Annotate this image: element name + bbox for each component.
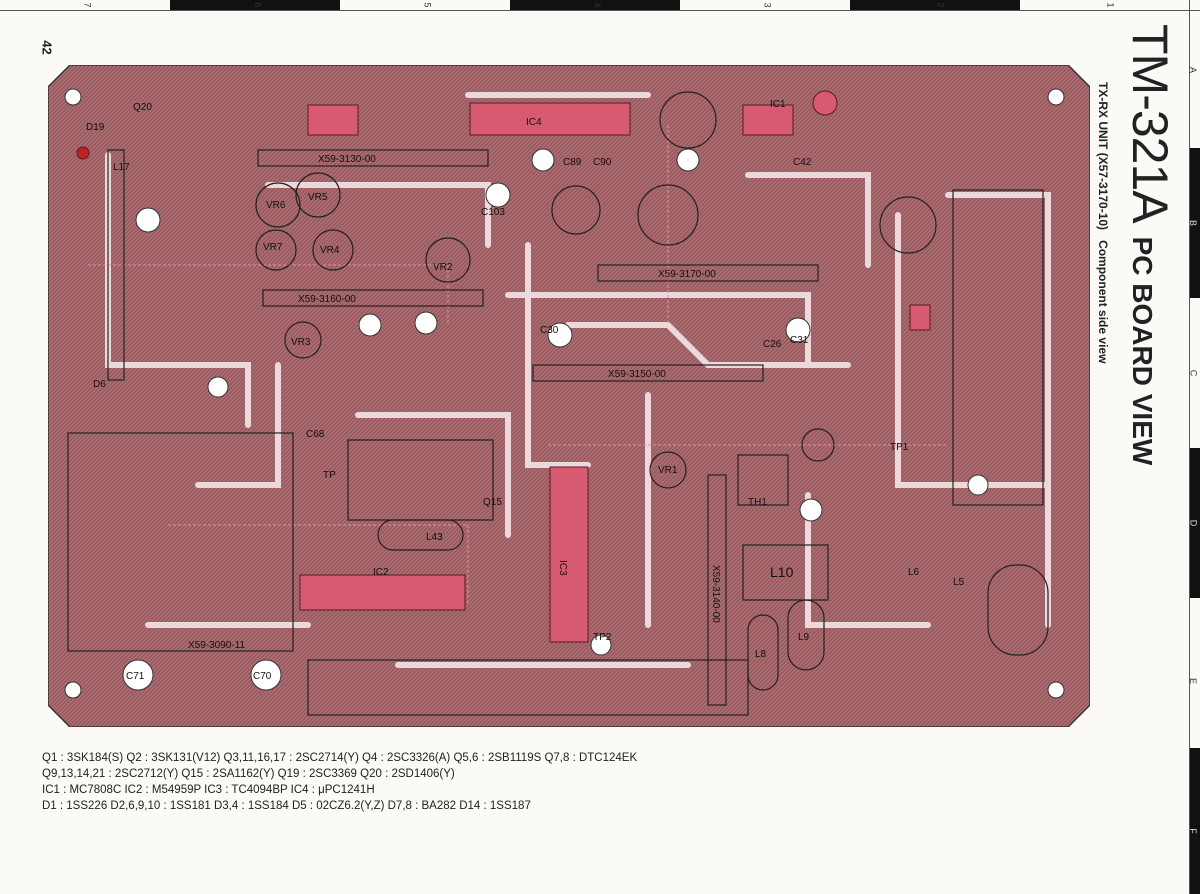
component-label: L5 [953,577,965,588]
page-number: 42 [39,40,55,55]
capacitors [122,148,823,691]
component-outlines [67,91,1049,716]
component-label: IC3 [557,560,568,576]
component-label: IC2 [373,567,389,578]
ruler-bar [510,0,680,10]
component-label: IC1 [770,99,786,110]
unit-name: TX-RX UNIT (X57-3170-10) [1096,82,1110,231]
component-label: VR6 [266,200,286,211]
title-heading: PC BOARD VIEW [1127,236,1158,466]
component-label: L43 [426,532,443,543]
component-label: L9 [798,632,810,643]
column-label: 5 [422,2,433,8]
subtitle-block: TX-RX UNIT (X57-3170-10) Component side … [1093,30,1113,430]
component-label: L6 [908,567,920,578]
column-label: 3 [762,2,773,8]
row-label: E [1188,677,1199,685]
component-label: VR1 [658,465,678,476]
board-outline [48,65,1090,727]
component-label: VR4 [320,245,340,256]
component-label: X59-3130-00 [318,154,376,165]
component-label: X59-3090-11 [188,640,246,651]
traces [105,92,1051,668]
subtitle: TX-RX UNIT (X57-3170-10) Component side … [1096,82,1110,382]
column-label: 4 [592,2,603,8]
component-label: VR7 [263,242,283,253]
component-label: TP1 [890,442,909,453]
component-label: X59-3150-00 [608,369,666,380]
component-label: C89 [563,157,582,168]
component-label: C90 [593,157,612,168]
component-label: TP [323,470,336,481]
row-ruler: A B C D E F [1187,0,1200,894]
ruler-bar [1190,148,1200,298]
row-label: F [1187,828,1198,834]
component-label: L10 [770,564,794,580]
column-label: 6 [252,2,263,8]
component-labels: D19 L17 Q20 VR6 VR7 VR4 VR5 VR2 VR3 X59-… [86,99,965,682]
legend-line-transistors-1: Q1 : 3SK184(S) Q2 : 3SK131(V12) Q3,11,16… [42,752,638,764]
component-label: IC4 [526,117,542,128]
component-label: L8 [755,649,767,660]
ruler-bar [850,0,1020,10]
ic-packages [76,90,931,643]
component-label: TH1 [748,497,767,508]
component-label: C70 [253,671,272,682]
component-label: X59-3170-00 [658,269,716,280]
row-label: D [1188,519,1199,527]
component-label: C71 [126,671,145,682]
component-label: Q20 [133,102,152,113]
component-label: C26 [763,339,782,350]
column-ruler: 7 6 5 4 3 2 1 [0,0,1200,11]
legend-line-transistors-2: Q9,13,14,21 : 2SC2712(Y) Q15 : 2SA1162(Y… [42,768,455,780]
component-label: D19 [86,122,105,133]
component-label: VR3 [291,337,311,348]
component-label: TP2 [593,632,612,643]
title: TM-321A PC BOARD VIEW [1121,24,1179,465]
ruler-bar [170,0,340,10]
model-name: TM-321A [1122,24,1178,223]
component-label: VR5 [308,192,328,203]
parts-legend: Q1 : 3SK184(S) Q2 : 3SK131(V12) Q3,11,16… [42,750,637,814]
backside-traces [88,125,948,605]
component-label: Q15 [483,497,502,508]
column-label: 1 [1105,2,1116,8]
legend-line-diodes: D1 : 1SS226 D2,6,9,10 : 1SS181 D3,4 : 1S… [42,800,531,812]
component-label: L17 [113,162,130,173]
component-label: C30 [540,325,559,336]
component-label: C68 [306,429,325,440]
component-label: X59-3160-00 [298,294,356,305]
component-label: C103 [481,207,505,218]
component-label: VR2 [433,262,453,273]
column-label: 2 [935,2,946,8]
view-name: Component side view [1096,240,1110,364]
component-label: X59-3140-00 [710,565,721,623]
component-label: C31 [790,335,809,346]
component-label: C42 [793,157,812,168]
ruler-bar [1190,448,1200,598]
mounting-holes [64,88,1065,699]
pc-board: D19 L17 Q20 VR6 VR7 VR4 VR5 VR2 VR3 X59-… [48,65,1090,727]
ruler-bar [1190,748,1200,894]
column-label: 7 [82,2,93,8]
legend-line-ics: IC1 : MC7808C IC2 : M54959P IC3 : TC4094… [42,784,375,796]
component-label: D6 [93,379,106,390]
